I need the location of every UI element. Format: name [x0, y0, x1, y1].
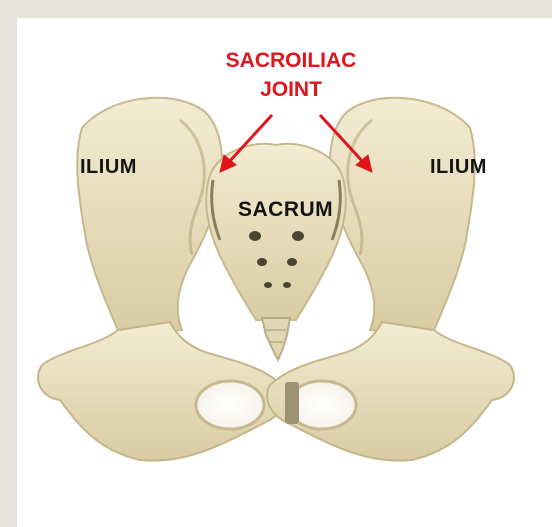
sacrum-bone	[206, 144, 346, 320]
ilium-right-label: ILIUM	[430, 156, 487, 179]
sacrum-label: SACRUM	[238, 198, 333, 222]
right-ilium-bone	[330, 98, 475, 335]
ilium-left-label: ILIUM	[80, 156, 137, 179]
title-line-2: JOINT	[196, 75, 386, 104]
sacroiliac-joint-title: SACROILIAC JOINT	[196, 46, 386, 104]
pubic-symphysis	[285, 382, 299, 424]
left-ilium-bone	[77, 98, 222, 335]
left-obturator-foramen	[196, 381, 264, 429]
title-line-1: SACROILIAC	[196, 46, 386, 75]
coccyx-bone	[262, 318, 290, 360]
